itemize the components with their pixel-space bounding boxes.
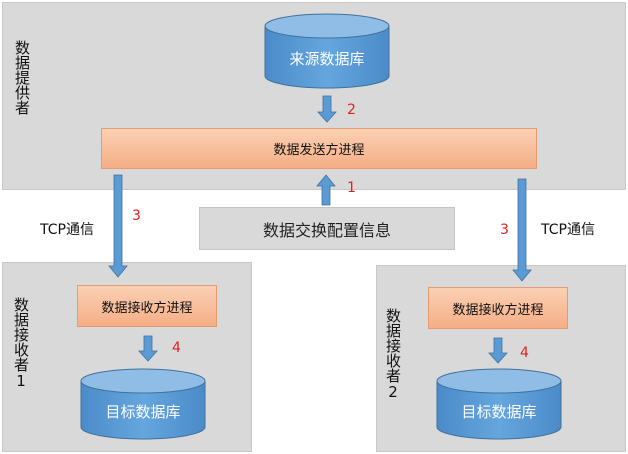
source-database-icon (264, 13, 390, 89)
receiver1-process-box: 数据接收方进程 (77, 285, 217, 327)
receiver2-label: 数据接收者2 (384, 308, 402, 401)
step-number-4-left: 4 (172, 340, 181, 356)
step-number-3-left: 3 (132, 208, 141, 224)
step-number-2: 2 (347, 102, 356, 118)
step-number-4-right: 4 (520, 345, 529, 361)
target-db-2-label: 目标数据库 (461, 403, 536, 421)
arrow-down-4-left (138, 335, 158, 362)
exchange-config-box: 数据交换配置信息 (199, 207, 455, 250)
provider-label: 数据提供者 (13, 40, 31, 115)
target-db-1-label: 目标数据库 (105, 403, 180, 421)
arrow-down-2 (317, 95, 337, 123)
target-database-1-icon (80, 368, 206, 440)
arrow-down-3-left (108, 174, 128, 278)
arrow-up-1 (316, 174, 336, 206)
tcp-label-left: TCP通信 (40, 222, 94, 238)
receiver2-process-box: 数据接收方进程 (428, 287, 568, 329)
receiver1-label: 数据接收者1 (12, 297, 30, 390)
arrow-down-3-right (512, 178, 532, 282)
arrow-down-4-right (488, 337, 508, 364)
target-database-2-icon (436, 368, 562, 440)
step-number-1: 1 (347, 180, 356, 196)
source-db-label: 来源数据库 (289, 50, 364, 68)
tcp-label-right: TCP通信 (541, 222, 595, 238)
sender-process-box: 数据发送方进程 (101, 128, 537, 169)
step-number-3-right: 3 (500, 222, 509, 238)
